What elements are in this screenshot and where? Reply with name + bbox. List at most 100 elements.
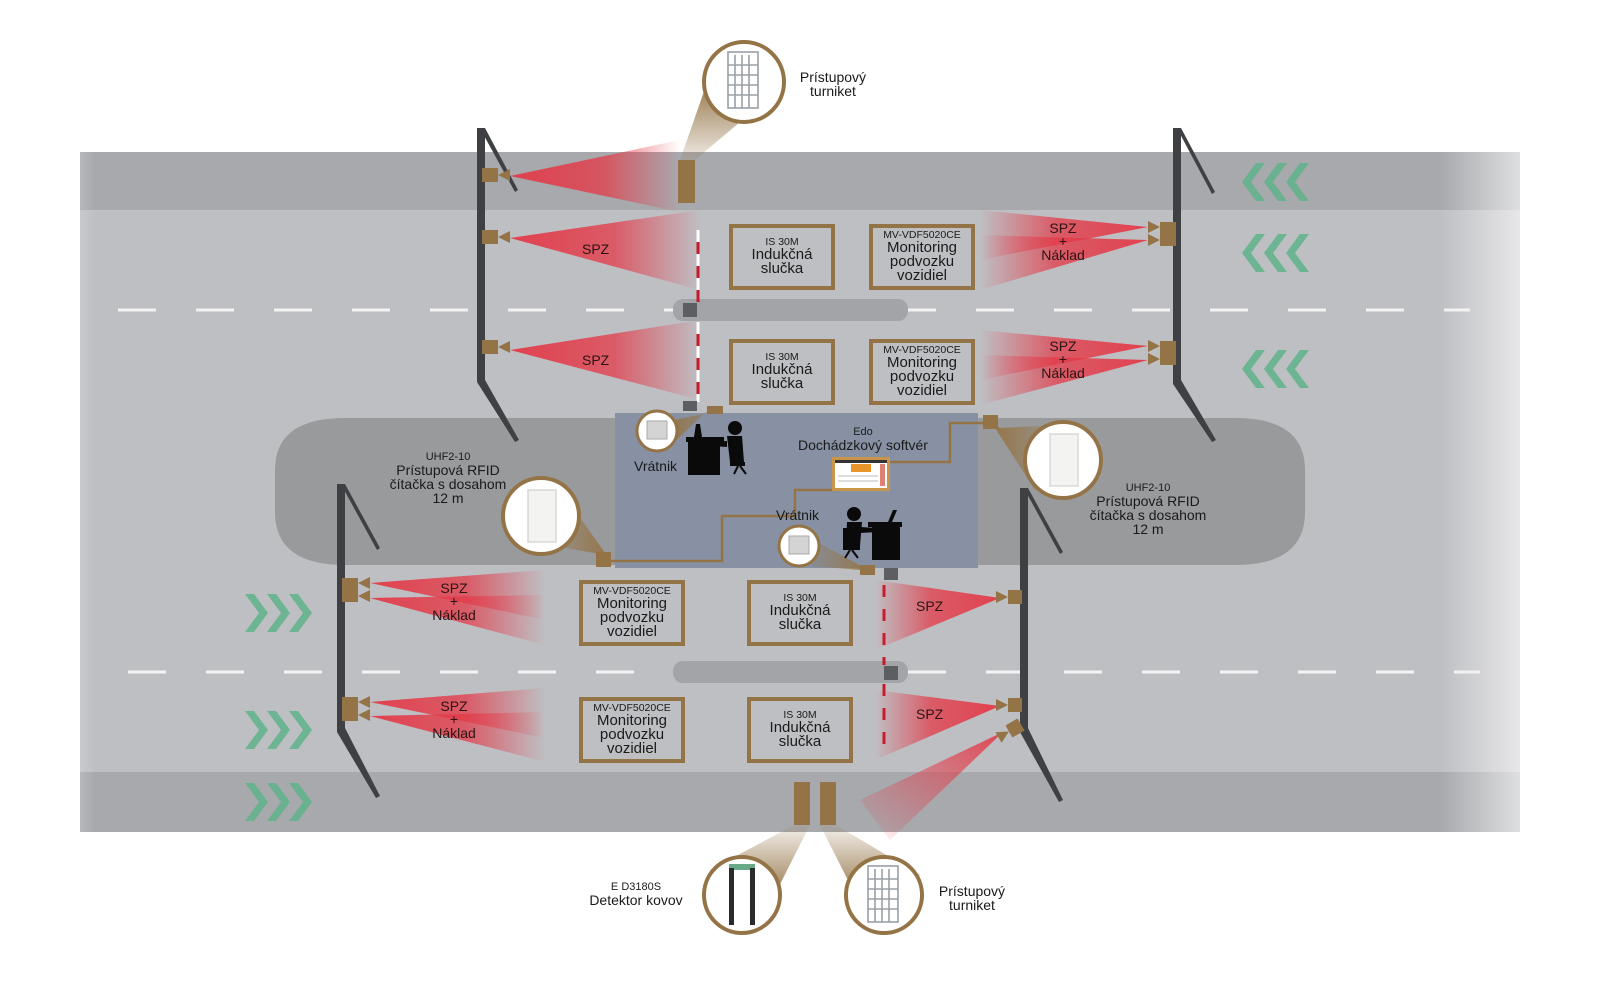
undercarriage-line3: vozidiel <box>896 382 948 400</box>
access-terminal-icon <box>646 420 668 440</box>
loop-model: IS 30M <box>783 708 817 721</box>
cable-left-rfid <box>604 488 834 563</box>
undercarriage-box: MV-VDF5020CE Monitoring podvozku vozidie… <box>579 697 685 763</box>
rfid-right-line3: 12 m <box>1132 521 1164 537</box>
metal-detector-icon <box>729 864 755 925</box>
undercarriage-model: MV-VDF5020CE <box>593 584 671 597</box>
camera-icon <box>1148 221 1176 246</box>
turnstile-top-magnifier <box>702 40 786 124</box>
loop-model: IS 30M <box>765 235 799 248</box>
undercarriage-line3: vozidiel <box>606 623 658 641</box>
rfid-left-label: UHF2-10 Prístupová RFID čítačka s dosaho… <box>384 452 512 506</box>
beam-spz-cargo-top-1b <box>980 235 1148 290</box>
metal-detector-name: Detektor kovov <box>589 892 683 908</box>
spz-label: SPZ <box>582 352 610 368</box>
camera-icon <box>996 698 1022 712</box>
metal-detector-magnifier <box>702 855 782 935</box>
chevron-right-icon <box>245 594 312 632</box>
undercarriage-line3: vozidiel <box>896 267 948 285</box>
lane-markings <box>118 308 1480 674</box>
undercarriage-box: MV-VDF5020CE Monitoring podvozku vozidie… <box>579 580 685 646</box>
undercarriage-line1: Monitoring <box>596 594 668 612</box>
turnstile-bottom-label: Prístupový turniket <box>934 884 1010 912</box>
cone-guard-bottom <box>810 538 872 572</box>
beam-spz-cargo-bottom-1b <box>370 595 545 645</box>
spz-text: SPZ <box>440 580 468 596</box>
camera-icon <box>996 590 1022 604</box>
spz-label: SPZ <box>916 598 944 614</box>
rfid-left-magnifier <box>501 476 581 556</box>
turnstile-icon <box>727 51 759 109</box>
spz-text: SPZ <box>1049 338 1077 354</box>
guard-top-icon <box>686 421 747 475</box>
beam-bottom-turnstile <box>860 732 1003 840</box>
chevron-left-icon <box>1242 350 1309 388</box>
rfid-right-model: UHF2-10 <box>1125 482 1171 494</box>
direction-arrows-bottom <box>245 594 312 821</box>
beam-spz-cargo-bottom-2b <box>370 712 545 762</box>
pole-top-left <box>477 128 519 442</box>
guard-bottom-magnifier <box>777 524 821 568</box>
turnstile-top-line2: turniket <box>810 83 856 99</box>
spz-cargo-label: SPZ + Náklad <box>431 580 477 623</box>
rfid-right-label: UHF2-10 Prístupová RFID čítačka s dosaho… <box>1084 482 1212 537</box>
chevron-left-icon <box>1242 234 1309 272</box>
camera-icon <box>995 718 1025 743</box>
turnstile-bottom-line2: turniket <box>949 897 995 913</box>
beam-spz-bottom-1 <box>875 580 1000 650</box>
loop-line1: Indukčná <box>769 601 831 619</box>
rfid-right-line2: čítačka s dosahom <box>1089 507 1207 523</box>
undercarriage-model: MV-VDF5020CE <box>593 701 671 714</box>
pole-bottom-right <box>1020 488 1063 802</box>
camera-icon <box>1148 340 1176 365</box>
spz-cargo-label: SPZ + Náklad <box>431 699 477 740</box>
rfid-left-block <box>596 552 611 567</box>
direction-arrows-top <box>1242 163 1309 388</box>
spz-label: SPZ <box>582 241 610 257</box>
beam-spz-top-2 <box>510 320 700 400</box>
beam-spz-cargo-top-2b <box>980 355 1148 405</box>
cone-rfid-left <box>548 515 610 560</box>
plus-text: + <box>449 711 459 728</box>
spz-cargo-label: SPZ + Náklad <box>1040 221 1086 262</box>
chevron-right-icon <box>245 711 312 749</box>
induction-loop-box: IS 30M Indukčná slučka <box>747 580 853 646</box>
induction-loop-box: IS 30M Indukčná slučka <box>747 697 853 763</box>
turnstile-bottom-magnifier <box>844 855 924 935</box>
undercarriage-line2: podvozku <box>599 608 665 626</box>
cargo-text: Náklad <box>432 606 476 623</box>
loop-line2: slučka <box>778 615 822 633</box>
rfid-reader-icon <box>527 489 557 543</box>
rfid-left-line3: 12 m <box>432 490 464 506</box>
undercarriage-line3: vozidiel <box>606 740 658 758</box>
undercarriage-box: MV-VDF5020CE Monitoring podvozku vozidie… <box>869 339 975 405</box>
camera-icon <box>482 340 510 354</box>
undercarriage-line2: podvozku <box>889 367 955 385</box>
undercarriage-line1: Monitoring <box>596 711 668 729</box>
loop-line2: slučka <box>760 259 804 277</box>
undercarriage-model: MV-VDF5020CE <box>883 343 961 356</box>
loop-model: IS 30M <box>783 591 817 604</box>
undercarriage-model: MV-VDF5020CE <box>883 228 961 241</box>
turnstile-top-line1: Prístupový <box>799 69 867 85</box>
undercarriage-line2: podvozku <box>599 725 665 743</box>
spz-cargo-label: SPZ + Náklad <box>1040 338 1086 381</box>
loop-line1: Indukčná <box>751 360 813 378</box>
guard-top-label: Vrátnik <box>634 458 678 474</box>
beam-top-turnstile <box>510 140 680 212</box>
pole-bottom-left-arm <box>343 484 380 550</box>
turnstile-top-block <box>678 160 695 203</box>
spz-label: SPZ <box>916 706 944 722</box>
cargo-text: Náklad <box>1041 364 1085 381</box>
turnstile-icon <box>867 865 899 923</box>
beam-spz-bottom-2 <box>875 690 1000 760</box>
barrier-post <box>884 666 898 680</box>
rfid-reader-icon <box>1049 433 1079 487</box>
pole-bottom-right-arm <box>1026 488 1063 554</box>
access-terminal-icon <box>788 535 810 555</box>
guard-bottom-icon <box>843 507 902 560</box>
software-brand: Edo <box>853 426 873 438</box>
software-name: Dochádzkový softvér <box>798 437 928 453</box>
